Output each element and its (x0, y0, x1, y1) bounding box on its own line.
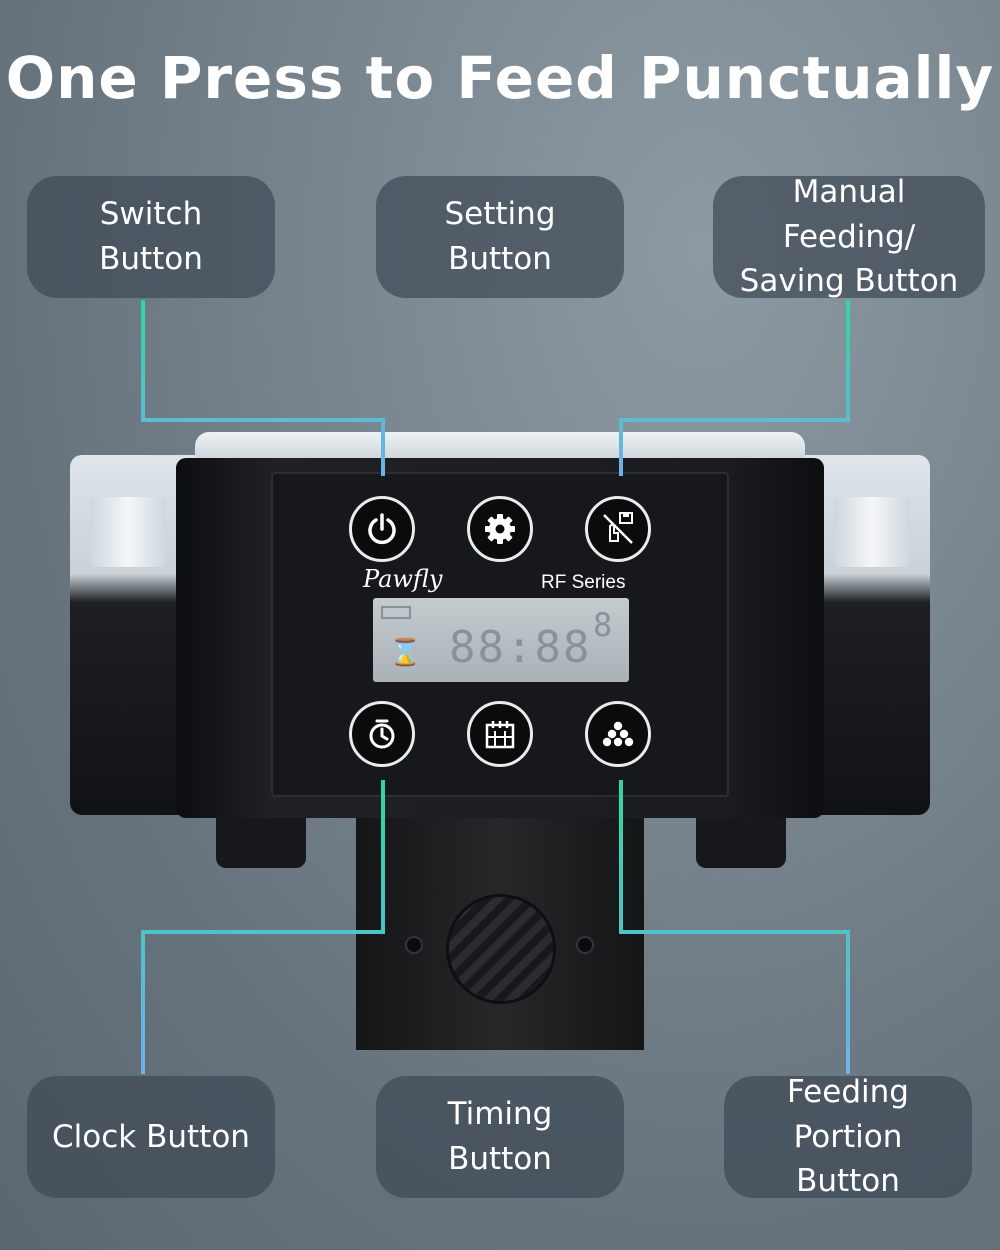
lcd-time: 88:88 (449, 622, 592, 673)
battery-icon (381, 606, 411, 619)
gear-icon (485, 514, 515, 544)
hourglass-icon: ⌛ (389, 638, 422, 668)
switch-button[interactable] (349, 496, 415, 562)
line-clock (141, 780, 385, 1074)
screw-right (576, 936, 594, 954)
callout-setting-label: Setting Button (444, 196, 556, 277)
feeder-left-foot (216, 812, 306, 868)
callout-clock-label: Clock Button (52, 1118, 250, 1155)
brand-logo: Pawfly (363, 565, 443, 593)
feeder-right-foot (696, 812, 786, 868)
left-tube (90, 497, 166, 567)
callout-manual-button: Manual Feeding/ Saving Button (713, 174, 985, 299)
callout-switch-button: Switch Button (27, 176, 275, 298)
page-title: One Press to Feed Punctually (5, 44, 995, 112)
callout-timing-label: Timing Button (447, 1096, 553, 1177)
callout-switch-label: Switch Button (99, 196, 203, 277)
callout-manual-label: Manual Feeding/ Saving Button (739, 173, 959, 300)
power-icon (368, 513, 396, 545)
setting-button[interactable] (467, 496, 533, 562)
clock-button[interactable] (349, 701, 415, 767)
line-switch (141, 300, 385, 476)
right-tube (834, 497, 910, 567)
timing-button[interactable] (467, 701, 533, 767)
lcd-portion: 8 (593, 606, 613, 644)
callout-portion-label: Feeding Portion Button (787, 1073, 909, 1200)
callout-setting-button: Setting Button (376, 176, 624, 298)
callout-timing-button: Timing Button (376, 1076, 624, 1198)
line-portion (619, 780, 850, 1074)
portion-dots-icon (602, 721, 634, 747)
manual-feeding-button[interactable] (585, 496, 651, 562)
calendar-icon (485, 721, 515, 749)
screw-left (405, 936, 423, 954)
stopwatch-icon (369, 719, 395, 749)
feeding-portion-button[interactable] (585, 701, 651, 767)
callout-portion-button: Feeding Portion Button (724, 1074, 972, 1199)
lcd-display: ⌛ 88:88 8 (373, 598, 629, 682)
callout-clock-button: Clock Button (27, 1076, 275, 1198)
series-label: RF Series (541, 572, 626, 593)
line-manual (619, 300, 850, 476)
hand-save-icon (603, 512, 633, 544)
